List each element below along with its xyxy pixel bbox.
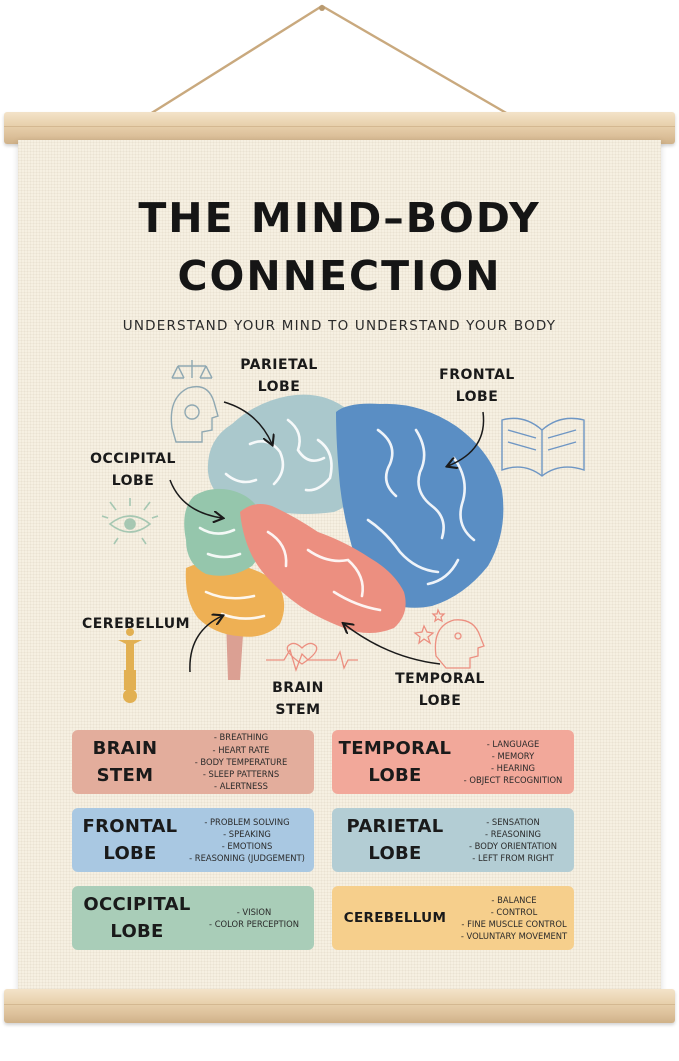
brain-diagram (101, 360, 585, 703)
list-item: REASONING (JUDGEMENT) (188, 852, 306, 864)
list-item: BODY TEMPERATURE (178, 756, 304, 768)
hanging-string (149, 4, 509, 116)
list-item: SPEAKING (188, 828, 306, 840)
balance-scale-head-icon (170, 360, 219, 443)
list-item: COLOR PERCEPTION (202, 918, 306, 930)
temporal-lobe-shape (240, 504, 406, 633)
list-item: VISION (202, 906, 306, 918)
poster-subtitle: UNDERSTAND YOUR MIND TO UNDERSTAND YOUR … (122, 318, 557, 334)
card-list: SENSATION REASONING BODY ORIENTATION LEF… (458, 816, 568, 865)
heartbeat-icon (266, 642, 358, 673)
card-list: LANGUAGE MEMORY HEARING OBJECT RECOGNITI… (458, 738, 568, 787)
list-item: VOLUNTARY MOVEMENT (458, 930, 570, 942)
label-cerebellum: CEREBELLUM (81, 616, 191, 632)
card-list: VISION COLOR PERCEPTION (202, 906, 306, 930)
list-item: LANGUAGE (458, 738, 568, 750)
eye-icon (101, 498, 159, 545)
top-wooden-rod (4, 112, 675, 144)
list-item: BODY ORIENTATION (458, 840, 568, 852)
person-pedestal-icon (118, 628, 142, 703)
head-stars-icon (413, 608, 485, 669)
frontal-lobe-shape (336, 403, 504, 608)
bottom-wooden-rod (4, 989, 675, 1023)
list-item: CONTROL (458, 906, 570, 918)
card-title: CEREBELLUM (343, 909, 447, 926)
list-item: MEMORY (458, 750, 568, 762)
list-item: EMOTIONS (188, 840, 306, 852)
list-item: SENSATION (458, 816, 568, 828)
parietal-lobe-shape (207, 394, 367, 514)
list-item: BREATHING (178, 731, 304, 743)
list-item: LEFT FROM RIGHT (458, 852, 568, 864)
list-item: REASONING (458, 828, 568, 840)
open-book-icon (501, 417, 585, 477)
card-list: PROBLEM SOLVING SPEAKING EMOTIONS REASON… (188, 816, 306, 865)
list-item: SLEEP PATTERNS (178, 768, 304, 780)
list-item: FINE MUSCLE CONTROL (458, 918, 570, 930)
list-item: HEARING (458, 762, 568, 774)
card-list: BALANCE CONTROL FINE MUSCLE CONTROL VOLU… (458, 894, 570, 943)
poster-title-line-2: CONNECTION (177, 252, 502, 300)
poster-canvas: THE MIND–BODY CONNECTION UNDERSTAND YOUR… (18, 140, 661, 992)
list-item: OBJECT RECOGNITION (458, 774, 568, 786)
list-item: PROBLEM SOLVING (188, 816, 306, 828)
poster-title-line-1: THE MIND–BODY (138, 194, 541, 242)
card-cerebellum: CEREBELLUM BALANCE CONTROL FINE MUSCLE C… (332, 886, 574, 950)
list-item: HEART RATE (178, 744, 304, 756)
list-item: ALERTNESS (178, 780, 304, 792)
list-item: BALANCE (458, 894, 570, 906)
card-list: BREATHING HEART RATE BODY TEMPERATURE SL… (178, 731, 304, 792)
